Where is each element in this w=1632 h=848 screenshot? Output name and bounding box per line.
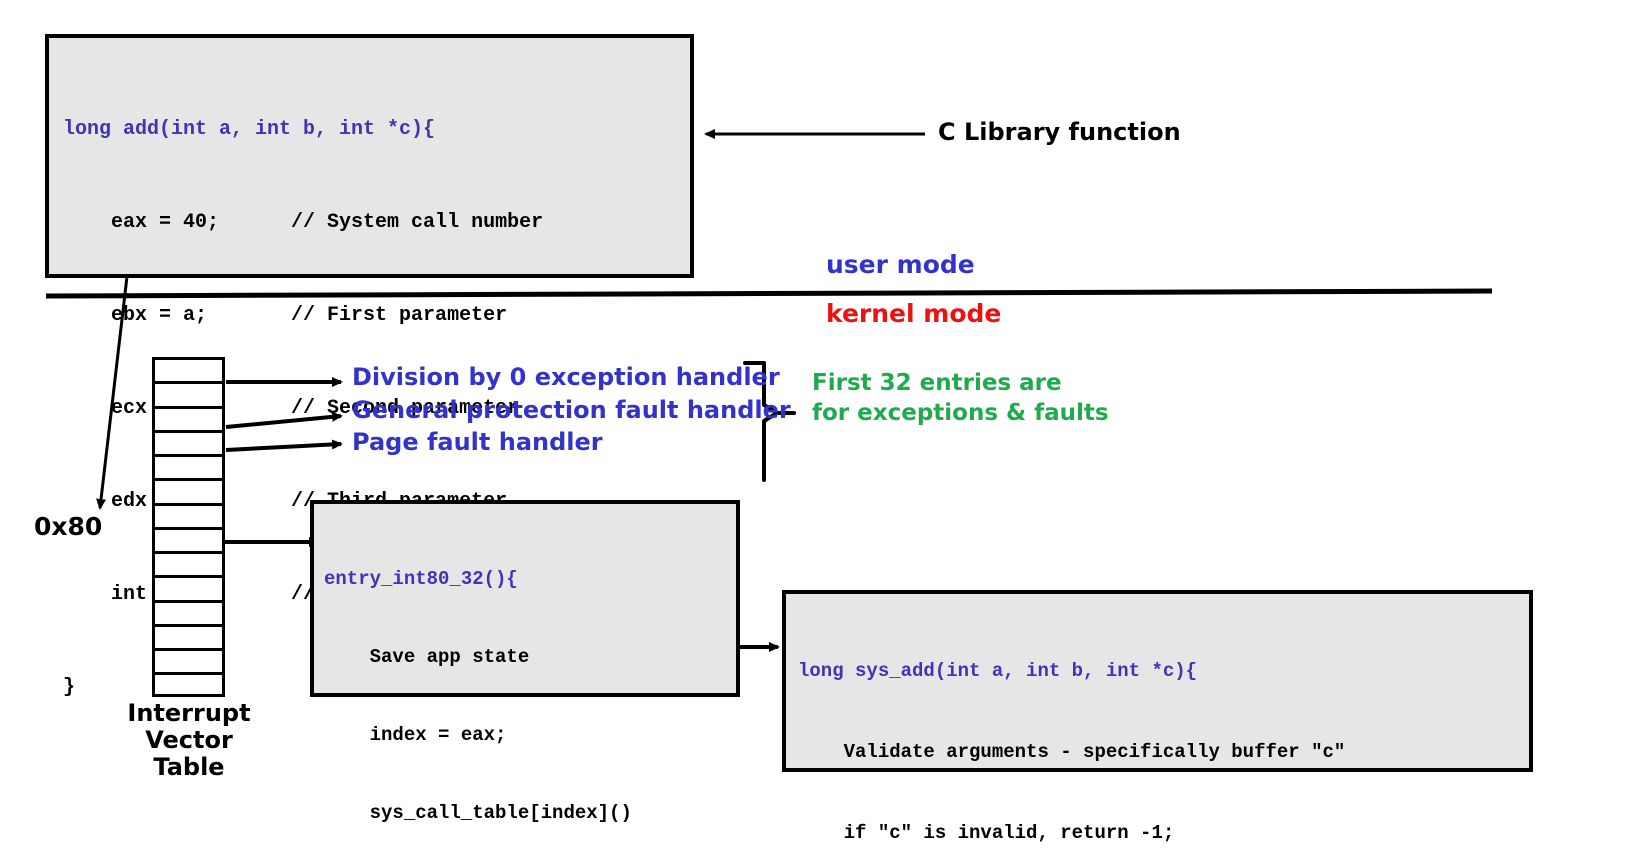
interrupt-vector-table [152,357,225,697]
ivt-row-int80[interactable] [155,530,222,555]
ivt-row[interactable] [155,651,222,676]
ivt-row[interactable] [155,384,222,409]
code-line: entry_int80_32(){ [324,568,518,590]
sys-add-code-box: long sys_add(int a, int b, int *c){ Vali… [782,590,1533,844]
ivt-row[interactable] [155,481,222,506]
entry-int80-32-code-box: entry_int80_32(){ Save app state index =… [310,500,740,824]
ivt-handler-label-general-protection-fault: General protection fault handler [352,396,791,424]
user-mode-label: user mode [826,250,975,279]
c-library-add-code-box: long add(int a, int b, int *c){ eax = 40… [45,34,694,699]
ivt-row[interactable] [155,360,222,385]
ivt-row[interactable] [155,506,222,530]
first-32-entries-note-line1: First 32 entries are [812,370,1062,396]
code-line: eax = 40; // System call number [63,211,544,234]
ivt-row[interactable] [155,603,222,627]
code-line: Validate arguments - specifically buffer… [798,741,1346,763]
ivt-row[interactable] [155,409,222,433]
ivt-row[interactable] [155,554,222,579]
ivt-row[interactable] [155,457,222,482]
ivt-row[interactable] [155,433,222,458]
first-32-entries-note-line2: for exceptions & faults [812,400,1109,426]
ivt-handler-label-page-fault: Page fault handler [352,428,603,456]
code-line: if "c" is invalid, return -1; [798,822,1175,844]
vector-index-label: 0x80 [34,512,103,541]
ivt-row[interactable] [155,627,222,652]
c-library-function-label: C Library function [938,118,1181,146]
interrupt-vector-table-caption: Interrupt Vector Table [127,699,251,781]
ivt-handler-label-division-by-zero: Division by 0 exception handler [352,363,780,391]
code-line: } [63,676,76,699]
code-line: long sys_add(int a, int b, int *c){ [798,660,1198,682]
ivt-row[interactable] [155,578,222,603]
code-line: long add(int a, int b, int *c){ [63,118,436,141]
code-line: sys_call_table[index]() [324,802,632,824]
code-line: Save app state [324,646,530,668]
ivt-row[interactable] [155,675,222,699]
code-line: index = eax; [324,724,507,746]
kernel-mode-label: kernel mode [826,299,1002,328]
code-line: ebx = a; // First parameter [63,304,508,327]
